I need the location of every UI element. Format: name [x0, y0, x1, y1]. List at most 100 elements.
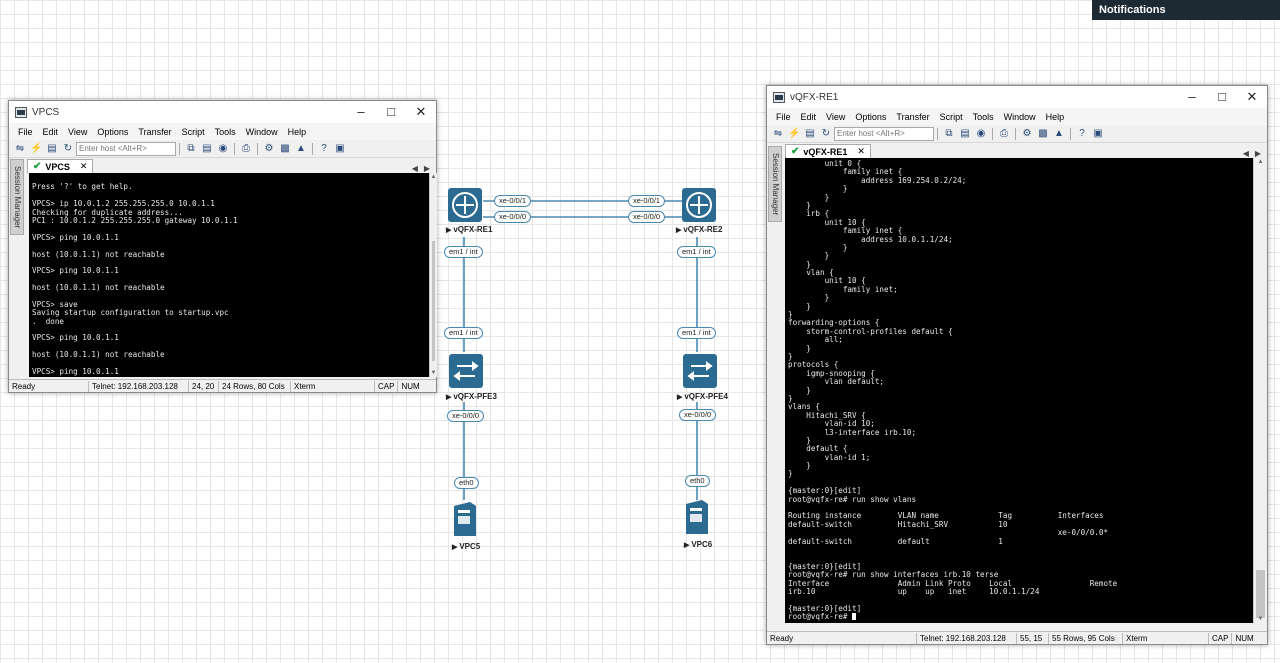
vpcs-titlebar[interactable]: VPCS – □ ✕ — [9, 101, 436, 123]
vqfx-terminal[interactable]: unit 0 { family inet { address 169.254.0… — [785, 158, 1253, 623]
status-num: NUM — [401, 381, 420, 391]
notifications-button[interactable]: Notifications — [1092, 0, 1280, 20]
tab-close-icon[interactable]: ✕ — [79, 161, 88, 171]
link-label-pfe4-xe0: xe-0/0/0 — [679, 409, 717, 421]
find-icon[interactable]: ◉ — [976, 127, 986, 139]
scroll-up-icon[interactable]: ▲ — [430, 174, 437, 180]
screenshot-icon[interactable]: ▣ — [335, 142, 345, 154]
terminal-line: root@vqfx-re# run show interfaces irb.10… — [788, 570, 999, 580]
settings-icon[interactable]: ⚙ — [264, 142, 274, 154]
tab-vqfx-label: vQFX-RE1 — [803, 146, 848, 157]
minimize-icon[interactable]: – — [1188, 89, 1196, 104]
help-icon[interactable]: ? — [1079, 127, 1085, 139]
menu-view[interactable]: View — [826, 111, 846, 122]
quick-connect-icon[interactable]: ⚡ — [788, 127, 801, 139]
router-re1-icon[interactable] — [448, 188, 482, 222]
maximize-icon[interactable]: □ — [387, 104, 395, 119]
status-cap: CAP — [1209, 632, 1233, 644]
vpc6-server-icon[interactable] — [684, 498, 710, 536]
keymap-icon[interactable]: ▩ — [280, 142, 290, 154]
menu-edit[interactable]: Edit — [42, 126, 59, 137]
terminal-line: protocols { — [788, 360, 839, 370]
vqfx-window[interactable]: vQFX-RE1 – □ ✕ File Edit View Options Tr… — [766, 85, 1268, 645]
settings-icon[interactable]: ⚙ — [1022, 127, 1032, 139]
copy-icon[interactable]: ⧉ — [187, 142, 195, 154]
menu-tools[interactable]: Tools — [972, 111, 994, 122]
terminal-line: PC1 : 10.0.1.2 255.255.255.0 gateway 10.… — [32, 215, 238, 225]
quick-connect-icon[interactable]: ⚡ — [30, 142, 43, 154]
menu-file[interactable]: File — [776, 111, 791, 122]
host-input[interactable] — [76, 141, 176, 156]
terminal-line: vlan { — [788, 268, 834, 278]
maximize-icon[interactable]: □ — [1218, 89, 1226, 104]
switch-pfe3-icon[interactable] — [449, 354, 483, 388]
menu-transfer[interactable]: Transfer — [896, 111, 930, 122]
host-input[interactable] — [834, 126, 934, 141]
vpc5-label: VPC5 — [452, 542, 480, 551]
tab-next-icon[interactable]: ▶ — [423, 164, 430, 173]
tab-vqfx-re1[interactable]: ✔ vQFX-RE1 ✕ — [785, 144, 871, 158]
copy-icon[interactable]: ⧉ — [945, 127, 953, 139]
reconnect-icon[interactable]: ↻ — [821, 127, 831, 139]
paste-icon[interactable]: ▤ — [202, 142, 212, 154]
scroll-down-icon[interactable]: ▼ — [1257, 616, 1264, 622]
vpcs-terminal[interactable]: Press '?' to get help.VPCS> ip 10.0.1.2 … — [29, 173, 429, 377]
menu-script[interactable]: Script — [939, 111, 963, 122]
menu-options[interactable]: Options — [855, 111, 887, 122]
terminal-line: VPCS> ping 10.0.1.1 — [32, 266, 119, 276]
router-re2-label: vQFX-RE2 — [676, 225, 722, 234]
paste-icon[interactable]: ▤ — [960, 127, 970, 139]
session-manager-tab[interactable]: Session Manager — [768, 146, 782, 222]
status-telnet: Telnet: 192.168.203.128 — [89, 380, 189, 392]
vqfx-scrollbar[interactable]: ▲ ▼ — [1253, 158, 1267, 623]
router-re2-icon[interactable] — [682, 188, 716, 222]
keymap-icon[interactable]: ▩ — [1038, 127, 1048, 139]
minimize-icon[interactable]: – — [357, 104, 365, 119]
tab-vpcs[interactable]: ✔ VPCS ✕ — [27, 159, 94, 173]
menu-help[interactable]: Help — [287, 126, 307, 137]
vpcs-tab-row: ✔ VPCS ✕ ◀ ▶ — [9, 158, 436, 173]
menu-window[interactable]: Window — [1003, 111, 1036, 122]
status-cursor: 24, 20 — [189, 380, 219, 392]
menu-script[interactable]: Script — [181, 126, 205, 137]
terminal-line: . done — [32, 316, 65, 326]
menu-view[interactable]: View — [68, 126, 88, 137]
print-icon[interactable]: ⎙ — [242, 142, 250, 154]
menu-options[interactable]: Options — [97, 126, 129, 137]
menu-transfer[interactable]: Transfer — [138, 126, 172, 137]
connect-tab-icon[interactable]: ▤ — [805, 127, 815, 139]
terminal-line: } — [788, 301, 811, 311]
sftp-icon[interactable]: ▲ — [1054, 127, 1064, 139]
vpcs-scrollbar[interactable]: ▲ ▼ — [429, 173, 437, 377]
sftp-icon[interactable]: ▲ — [296, 142, 306, 154]
menu-window[interactable]: Window — [245, 126, 278, 137]
find-icon[interactable]: ◉ — [218, 142, 228, 154]
screenshot-icon[interactable]: ▣ — [1093, 127, 1103, 139]
scroll-down-icon[interactable]: ▼ — [430, 370, 437, 376]
close-icon[interactable]: ✕ — [415, 104, 427, 119]
connect-icon[interactable]: ⇋ — [773, 127, 783, 139]
tab-prev-icon[interactable]: ◀ — [411, 164, 418, 173]
link-label-vpc6-eth0: eth0 — [685, 475, 710, 487]
tab-close-icon[interactable]: ✕ — [857, 146, 865, 156]
vpcs-scroll-thumb[interactable] — [432, 241, 435, 361]
menu-edit[interactable]: Edit — [800, 111, 817, 122]
help-icon[interactable]: ? — [321, 142, 327, 154]
vqfx-titlebar[interactable]: vQFX-RE1 – □ ✕ — [767, 86, 1267, 108]
connect-icon[interactable]: ⇋ — [15, 142, 25, 154]
tab-next-icon[interactable]: ▶ — [1254, 149, 1261, 158]
vpcs-window[interactable]: VPCS – □ ✕ File Edit View Options Transf… — [8, 100, 437, 393]
connect-tab-icon[interactable]: ▤ — [47, 142, 57, 154]
session-manager-tab[interactable]: Session Manager — [10, 159, 24, 235]
scroll-up-icon[interactable]: ▲ — [1257, 159, 1264, 165]
print-icon[interactable]: ⎙ — [1000, 127, 1008, 139]
menu-file[interactable]: File — [18, 126, 33, 137]
menu-tools[interactable]: Tools — [214, 126, 236, 137]
close-icon[interactable]: ✕ — [1246, 89, 1258, 104]
reconnect-icon[interactable]: ↻ — [63, 142, 73, 154]
vpc5-server-icon[interactable] — [452, 500, 478, 538]
menu-help[interactable]: Help — [1045, 111, 1065, 122]
tab-prev-icon[interactable]: ◀ — [1242, 149, 1249, 158]
vqfx-scroll-thumb[interactable] — [1256, 570, 1265, 618]
switch-pfe4-icon[interactable] — [683, 354, 717, 388]
